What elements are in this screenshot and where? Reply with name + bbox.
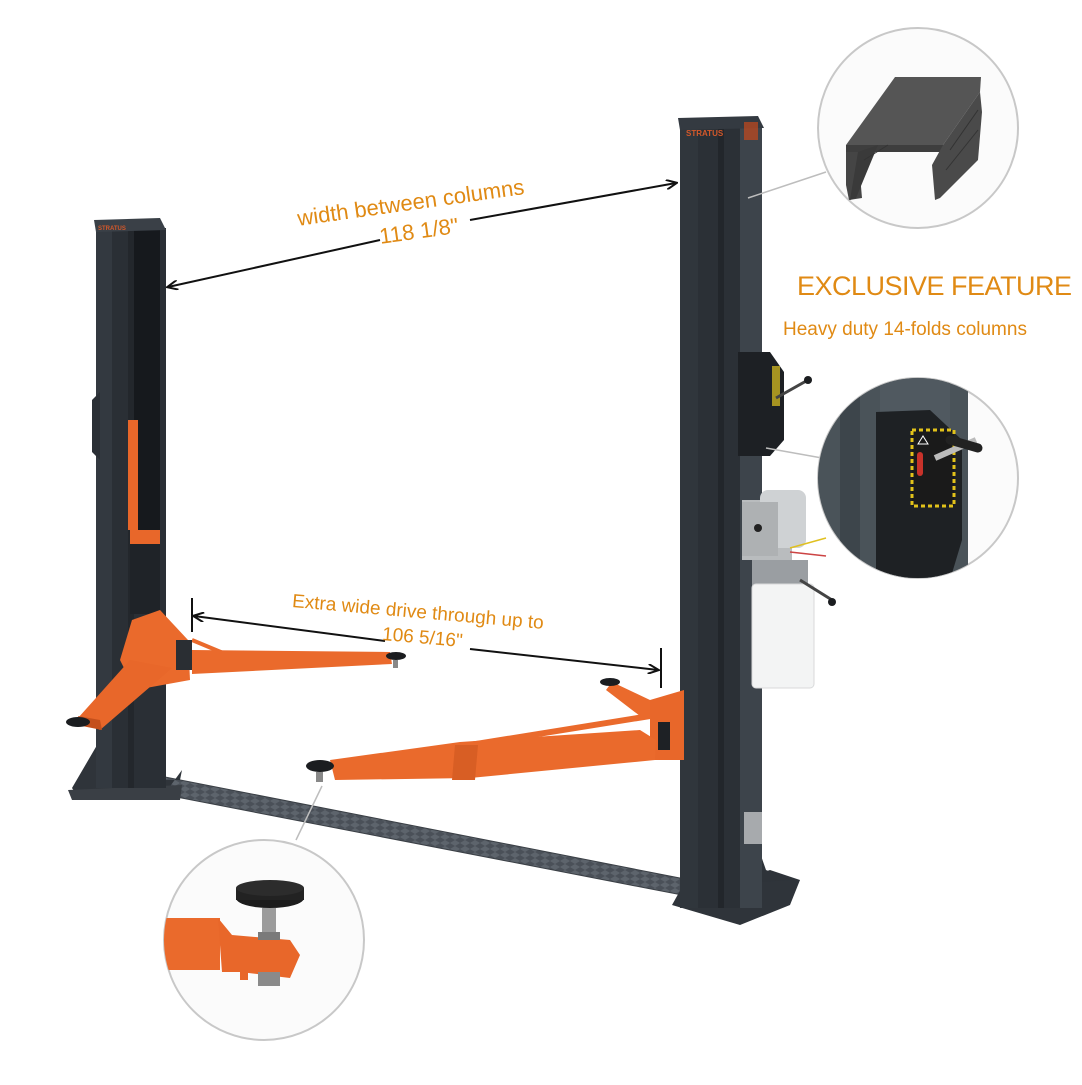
- feature-subtitle: Heavy duty 14-folds columns: [783, 319, 1027, 340]
- right-lift-arms: [306, 678, 684, 782]
- width-dimension-line: [168, 183, 676, 287]
- svg-text:STRATUS: STRATUS: [98, 226, 126, 232]
- feature-title: EXCLUSIVE FEATURE: [797, 271, 1072, 301]
- drive-through-dimension-line: [191, 598, 662, 688]
- svg-text:STRATUS: STRATUS: [686, 129, 724, 138]
- lock-release-inset: [817, 377, 1019, 579]
- lift-pad-inset: [163, 839, 365, 1041]
- column-profile-inset: [817, 27, 1019, 229]
- right-column: STRATUS: [672, 116, 836, 925]
- left-lift-arms: [66, 610, 406, 730]
